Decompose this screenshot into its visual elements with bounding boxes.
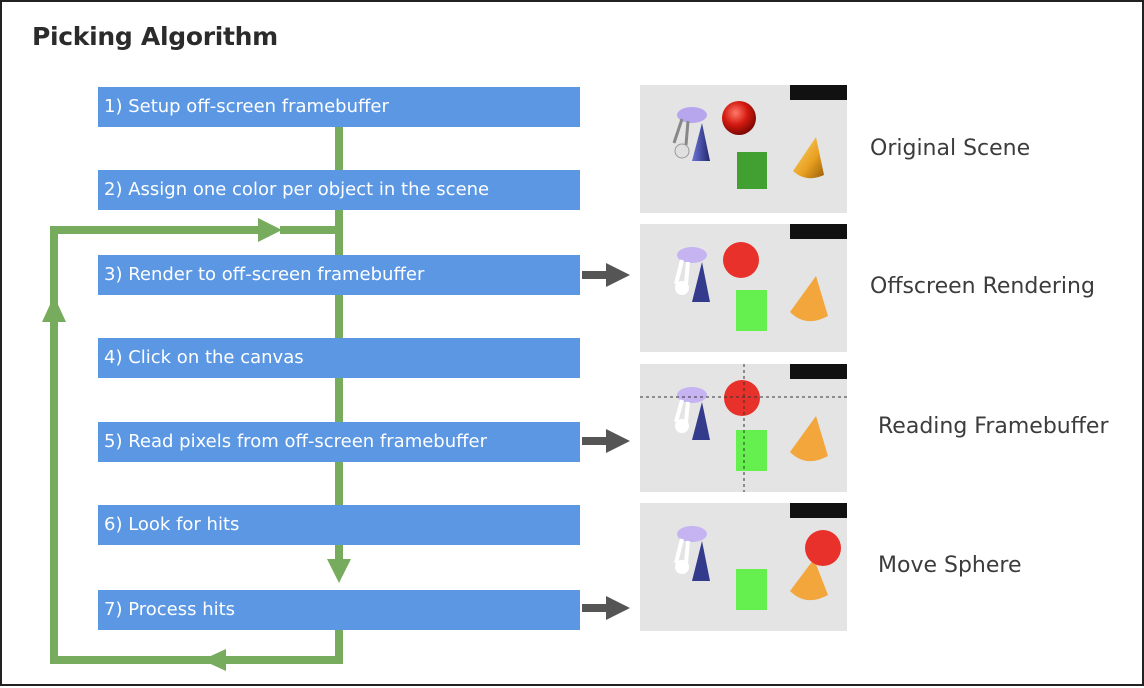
- navy-cone: [692, 402, 710, 440]
- hud-panel: [790, 503, 847, 518]
- green-box: [736, 430, 767, 471]
- output-arrow-step3-head: [606, 263, 630, 287]
- green-box: [737, 152, 767, 189]
- thumbnail-reading-framebuffer: [640, 364, 847, 492]
- step-1-setup-framebuffer: 1) Setup off-screen framebuffer: [98, 87, 580, 127]
- lamp-stand: [674, 399, 690, 423]
- slide-title: Picking Algorithm: [32, 22, 278, 51]
- connector-6-7-arrowhead: [327, 559, 351, 583]
- red-sphere: [723, 242, 759, 278]
- lamp-stand: [672, 118, 690, 146]
- navy-cone: [692, 123, 710, 161]
- hud-panel: [790, 224, 847, 239]
- step-4-click-canvas: 4) Click on the canvas: [98, 338, 580, 378]
- hud-panel: [790, 85, 847, 100]
- orange-cone: [790, 276, 828, 322]
- lamp-base: [674, 143, 690, 159]
- hud-panel: [790, 364, 847, 379]
- lilac-disk: [677, 387, 707, 403]
- thumbnail-move-sphere: [640, 503, 847, 631]
- label-original-scene: Original Scene: [870, 136, 1031, 161]
- lilac-disk: [677, 107, 707, 123]
- step-3-render-offscreen: 3) Render to off-screen framebuffer: [98, 255, 580, 295]
- orange-cone: [790, 559, 828, 601]
- label-move-sphere: Move Sphere: [878, 553, 1022, 578]
- label-offscreen-rendering: Offscreen Rendering: [870, 274, 1095, 299]
- step-6-look-for-hits: 6) Look for hits: [98, 505, 580, 545]
- lamp-stand: [674, 259, 690, 285]
- navy-cone: [692, 262, 710, 302]
- red-sphere: [722, 101, 756, 135]
- lamp-stand: [674, 538, 690, 564]
- lilac-disk: [677, 247, 707, 263]
- output-arrow-step7-head: [606, 596, 630, 620]
- label-reading-framebuffer: Reading Framebuffer: [878, 414, 1109, 439]
- step-2-assign-colors: 2) Assign one color per object in the sc…: [98, 170, 580, 210]
- output-arrow-step5-head: [606, 429, 630, 453]
- lamp-base: [675, 560, 689, 574]
- lilac-disk: [677, 526, 707, 542]
- loop-path: [50, 319, 343, 664]
- loop-top-arrowhead: [258, 218, 282, 242]
- red-sphere: [805, 530, 841, 566]
- loop-bottom-arrowhead: [202, 649, 226, 671]
- orange-cone: [793, 137, 824, 179]
- step-7-process-hits: 7) Process hits: [98, 590, 580, 630]
- navy-cone: [692, 541, 710, 581]
- orange-cone: [790, 416, 828, 462]
- step-5-read-pixels: 5) Read pixels from off-screen framebuff…: [98, 422, 580, 462]
- green-box: [736, 290, 767, 331]
- lamp-base: [675, 281, 689, 295]
- green-box: [736, 569, 767, 610]
- lamp-base: [675, 419, 689, 433]
- thumbnail-original-scene: [640, 85, 847, 213]
- red-sphere: [724, 380, 760, 416]
- thumbnail-offscreen-rendering: [640, 224, 847, 352]
